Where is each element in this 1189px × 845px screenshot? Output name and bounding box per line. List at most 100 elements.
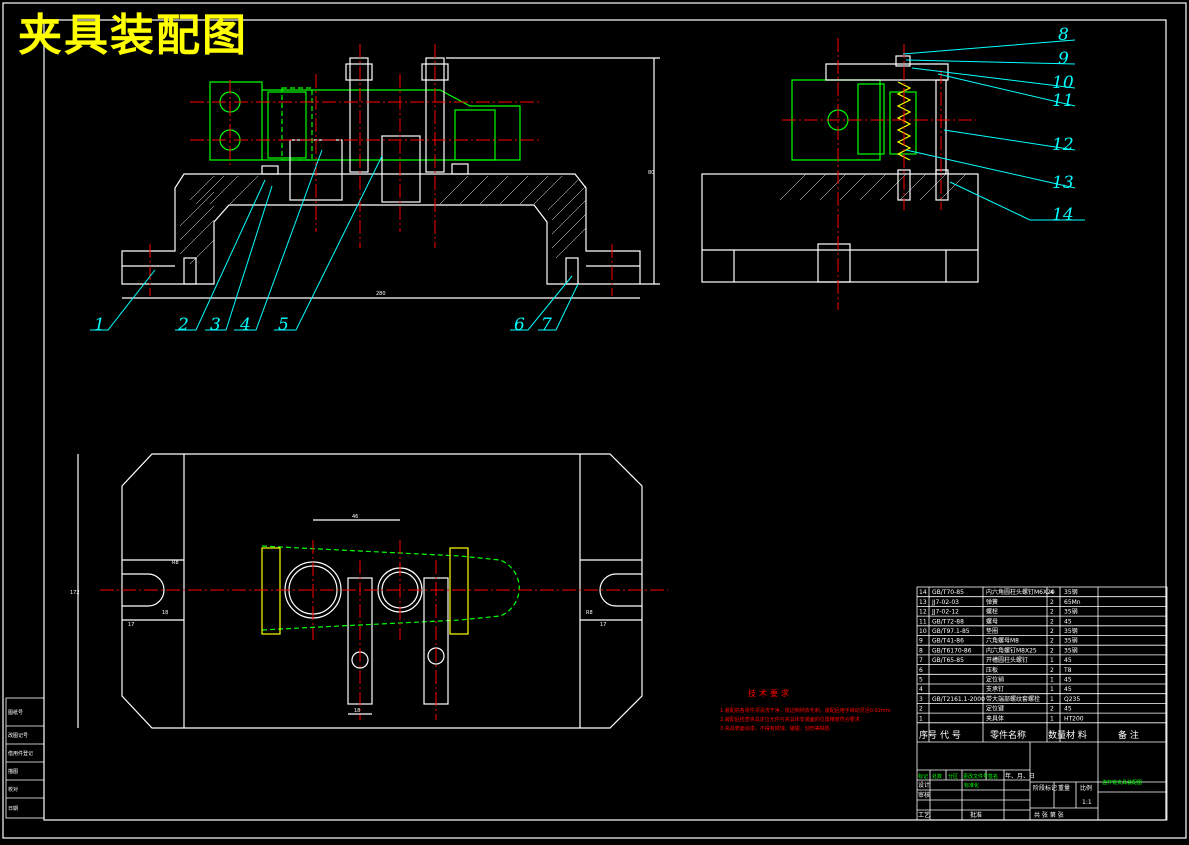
bom-cell-name: 带大端部螺纹套螺栓 xyxy=(986,695,1040,703)
balloon-3: 3 xyxy=(210,315,221,335)
bom-cell-name: 螺栓 xyxy=(986,608,998,616)
dim-slot-right-r: R8 xyxy=(586,610,593,616)
side-label-3: 描图 xyxy=(8,768,18,775)
tb-label-date: 年、月、日 xyxy=(1005,772,1035,780)
tb-label-mark: 标记 xyxy=(918,773,928,780)
bom-header-no: 序号 xyxy=(919,729,937,741)
side-label-0: 图纸号 xyxy=(8,709,23,716)
bom-header-name: 零件名称 xyxy=(990,729,1026,741)
fixture-body xyxy=(121,173,641,285)
tb-design: 设计 xyxy=(918,781,930,789)
bom-cell-mat: 45 xyxy=(1064,686,1072,693)
tb-drawing-name: 连杆铣夹具装配图 xyxy=(1102,779,1142,786)
bom-cell-no: 5 xyxy=(919,677,923,684)
balloon-11: 11 xyxy=(1052,91,1074,111)
tech-req-heading: 技术要求 xyxy=(748,688,792,698)
tb-label-change: 更改文件号 xyxy=(963,773,988,780)
bom-cell-mat: 45 xyxy=(1064,706,1072,713)
bom-cell-qty: 2 xyxy=(1050,599,1054,606)
bom-cell-name: 螺母 xyxy=(986,617,998,625)
tb-weight: 重量 xyxy=(1058,784,1070,792)
bom-cell-no: 8 xyxy=(919,647,923,654)
front-view xyxy=(121,44,660,299)
tb-label-count: 处数 xyxy=(932,773,942,780)
bom-cell-qty: 1 xyxy=(1050,657,1054,664)
bom-cell-mat: 35钢 xyxy=(1064,627,1078,635)
bom-cell-name: 内六角圆柱头螺钉M6X20 xyxy=(986,588,1055,596)
dim-slot-left-w: 18 xyxy=(162,610,168,616)
side-label-5: 日期 xyxy=(8,806,18,812)
bom-cell-mat: 35钢 xyxy=(1064,608,1078,616)
balloon-7: 7 xyxy=(541,315,552,335)
tb-process: 工艺 xyxy=(918,811,930,819)
bom-cell-no: 2 xyxy=(919,706,923,713)
bom-cell-name: 压板 xyxy=(986,666,998,674)
bom-cell-no: 9 xyxy=(919,638,923,645)
balloon-8: 8 xyxy=(1058,25,1069,45)
tech-req-line-1: 1.装配前各零件须清洗干净，锐边倒钝去毛刺，装配后用手转动灵活0.02mm xyxy=(720,707,891,714)
bom-cell-code: GB/T41-86 xyxy=(932,638,964,645)
bom-cell-code: JJ7-02-03 xyxy=(931,599,959,606)
bom-cell-name: 弹簧 xyxy=(986,598,998,606)
bom-cell-mat: 35钢 xyxy=(1064,646,1078,654)
side-label-2: 借用件登记 xyxy=(8,750,33,757)
plan-view xyxy=(77,453,668,729)
bom-cell-qty: 2 xyxy=(1050,628,1054,635)
tb-standard: 标准化 xyxy=(964,782,979,789)
bom-cell-no: 6 xyxy=(919,667,923,674)
clamp-bolt-left xyxy=(349,57,369,173)
clamp-plate xyxy=(825,63,949,81)
bom-cell-code: GB/T72-88 xyxy=(932,618,964,625)
dim-slot-left-r: R8 xyxy=(172,560,179,566)
slot-left xyxy=(122,573,165,607)
section-hatch xyxy=(179,175,587,265)
workpiece-outline xyxy=(209,81,521,161)
bom-cell-no: 12 xyxy=(919,609,927,616)
bom-cell-mat: 65Mn xyxy=(1064,599,1081,606)
bom-cell-mat: Q235 xyxy=(1064,696,1080,703)
bom-cell-code: GB/T70-85 xyxy=(932,589,964,596)
bom-cell-mat: 35钢 xyxy=(1064,588,1078,596)
bom-cell-qty: 2 xyxy=(1050,706,1054,713)
bom-cell-qty: 1 xyxy=(1050,696,1054,703)
balloon-4: 4 xyxy=(239,315,251,335)
bom-cell-no: 11 xyxy=(919,618,927,625)
leaders xyxy=(90,39,1085,331)
balloon-12: 12 xyxy=(1052,135,1074,155)
inner-border xyxy=(43,19,1167,821)
dim-front-height: 80 xyxy=(648,170,654,176)
balloon-labels: 1 2 3 4 5 6 7 8 9 10 11 12 13 14 xyxy=(94,25,1074,335)
bom-cell-name: 开槽圆柱头螺钉 xyxy=(986,656,1028,664)
bom-cell-mat: 45 xyxy=(1064,677,1072,684)
dim-front-width: 280 xyxy=(376,291,386,297)
clamp-left xyxy=(261,547,281,635)
plan-body xyxy=(121,453,643,729)
bom-cell-qty: 4 xyxy=(1050,589,1054,596)
bom-cell-name: 六角螺母M8 xyxy=(986,637,1019,645)
dim-plan-height: 172 xyxy=(70,590,80,596)
bom-cell-no: 7 xyxy=(919,657,923,664)
bom-cell-mat: 35钢 xyxy=(1064,637,1078,645)
balloon-6: 6 xyxy=(514,315,525,335)
bom-cell-qty: 1 xyxy=(1050,677,1054,684)
bom-cell-mat: T8 xyxy=(1063,667,1072,674)
balloon-14: 14 xyxy=(1052,205,1074,225)
side-view xyxy=(701,38,979,310)
tb-label-zone: 分区 xyxy=(948,773,958,780)
bom-cell-qty: 1 xyxy=(1050,686,1054,693)
bom-cell-code: GB/T6170-86 xyxy=(932,647,972,654)
tb-scale: 比例 xyxy=(1080,784,1092,792)
bom-cell-no: 1 xyxy=(919,715,923,722)
dim-slot-right-17: 17 xyxy=(600,622,606,628)
bom-cell-mat: 45 xyxy=(1064,657,1072,664)
tb-scale-val: 1:1 xyxy=(1082,799,1092,806)
bom-cell-qty: 2 xyxy=(1050,647,1054,654)
bom-cell-code: GB/T65-85 xyxy=(932,657,964,664)
bom-cell-mat: 45 xyxy=(1064,618,1072,625)
side-strip xyxy=(5,697,45,819)
bom-cell-qty: 2 xyxy=(1050,609,1054,616)
balloon-2: 2 xyxy=(177,315,189,335)
